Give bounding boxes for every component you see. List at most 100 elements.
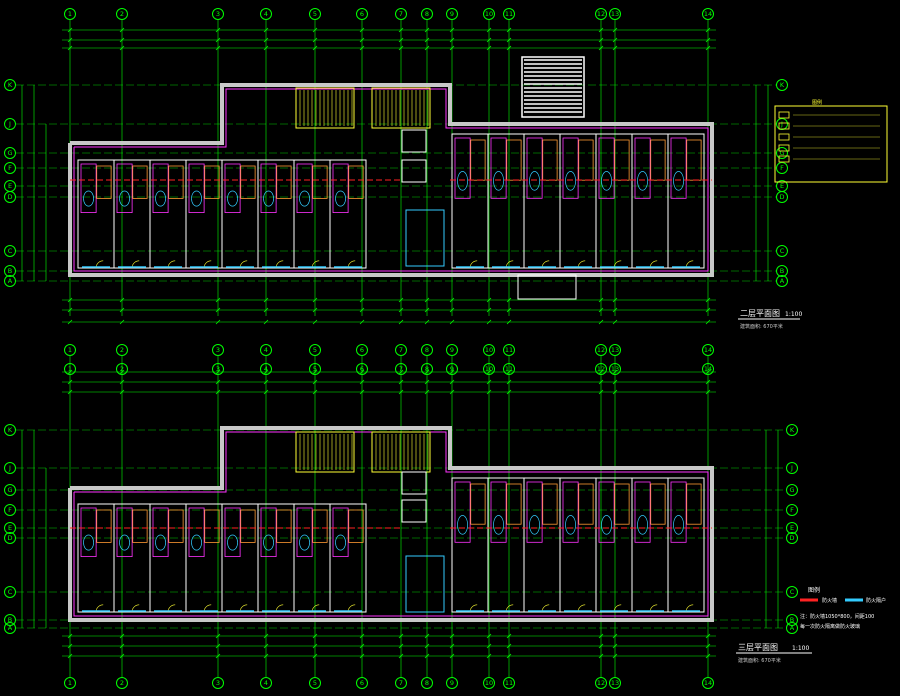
bathtub (191, 534, 202, 551)
axis-bubble-label: F (790, 506, 794, 514)
axis-bubble-label: 11 (505, 346, 513, 354)
axis-bubble-label: E (790, 524, 794, 532)
axis-bubble (503, 8, 515, 20)
axis-bubble (446, 8, 458, 20)
axis-bubble-label: D (7, 193, 12, 201)
bathtub (227, 190, 238, 207)
dimension-tick (67, 319, 73, 325)
axis-bubble-label: J (8, 120, 11, 128)
dimension-tick (398, 633, 404, 639)
dimension-tick (424, 643, 430, 649)
axis-bubble (609, 344, 621, 356)
dimension-tick (486, 297, 492, 303)
bed (542, 483, 558, 525)
axis-bubble (786, 622, 798, 634)
axis-bubble (4, 522, 16, 534)
axis-bubble-label: 2 (120, 365, 124, 373)
dimension-tick (449, 369, 455, 375)
bathroom (332, 507, 349, 557)
axis-bubble-label: 4 (264, 679, 268, 687)
axis-bubble (609, 8, 621, 20)
axis-bubble (446, 344, 458, 356)
axis-bubble (503, 344, 515, 356)
guest-rooms-east (451, 477, 705, 613)
bathtub (263, 190, 274, 207)
axis-bubble (64, 8, 76, 20)
bottom-plan-title-block: 三层平面图 1:100 建筑面积: 670平米 (736, 643, 812, 664)
legend-box (774, 105, 888, 183)
core-stair-2 (371, 431, 431, 473)
legend-swatch (778, 122, 790, 130)
bathtub (263, 534, 274, 551)
bathroom (188, 163, 205, 213)
dimension-tick (263, 37, 269, 43)
axis-bubble (356, 363, 368, 375)
dimension-tick (215, 45, 221, 51)
dimension-tick (119, 45, 125, 51)
dimension-tick (215, 633, 221, 639)
bed (614, 483, 630, 525)
dimension-tick (612, 369, 618, 375)
dimension-tick (506, 653, 512, 659)
dimension-tick (424, 653, 430, 659)
dimension-tick (215, 379, 221, 385)
dimension-tick (506, 319, 512, 325)
dimension-tick (705, 297, 711, 303)
dimension-tick (215, 643, 221, 649)
core-stair-1 (295, 87, 355, 129)
axis-bubble-label: G (779, 149, 784, 157)
axis-bubble-label: 3 (216, 365, 220, 373)
axis-bubble-label: E (8, 182, 12, 190)
axis-bubble (776, 245, 788, 257)
axis-bubble-label: 8 (425, 679, 429, 687)
axis-bubble (609, 363, 621, 375)
dimension-tick (424, 45, 430, 51)
column-axis-bubbles: 1111222233334444555566667777888899991010… (64, 8, 714, 689)
bathroom (562, 481, 579, 543)
dimension-tick (359, 389, 365, 395)
dimension-tick (486, 307, 492, 313)
axis-bubble (395, 344, 407, 356)
axis-bubble (786, 586, 798, 598)
bathroom (490, 481, 507, 543)
dimension-tick (598, 319, 604, 325)
axis-bubble-label: 10 (485, 346, 493, 354)
bed (240, 509, 256, 543)
bathtub (155, 190, 166, 207)
dimension-tick (312, 297, 318, 303)
dimension-tick (449, 27, 455, 33)
axis-bubble-label: 14 (704, 365, 712, 373)
axis-bubble (702, 344, 714, 356)
dimension-lines (21, 27, 779, 659)
dimension-tick (67, 379, 73, 385)
axis-bubble-label: 4 (264, 10, 268, 18)
dimension-tick (398, 37, 404, 43)
axis-bubble-label: B (8, 267, 12, 275)
bathroom (260, 507, 277, 557)
axis-bubble-label: 6 (360, 679, 364, 687)
axis-bubble-label: 10 (485, 365, 493, 373)
dimension-tick (506, 45, 512, 51)
bathtub (601, 171, 612, 191)
axis-bubble-label: D (789, 534, 794, 542)
bed (168, 165, 184, 199)
dimension-tick (67, 27, 73, 33)
axis-bubble-label: 1 (68, 365, 72, 373)
plan-title: 二层平面图 (740, 309, 780, 318)
axis-bubble-label: 12 (597, 10, 605, 18)
axis-bubble-label: 7 (399, 365, 403, 373)
axis-bubble (260, 8, 272, 20)
dimension-tick (119, 653, 125, 659)
dimension-tick (119, 379, 125, 385)
bathtub (155, 534, 166, 551)
bed (168, 509, 184, 543)
dimension-tick (359, 653, 365, 659)
bathtub (529, 515, 540, 535)
axis-bubble (395, 677, 407, 689)
axis-bubble-label: J (780, 120, 783, 128)
axis-bubble-label: 11 (505, 679, 513, 687)
dimension-tick (598, 379, 604, 385)
dimension-tick (215, 319, 221, 325)
bed (470, 483, 486, 525)
axis-bubble-label: J (790, 464, 793, 472)
